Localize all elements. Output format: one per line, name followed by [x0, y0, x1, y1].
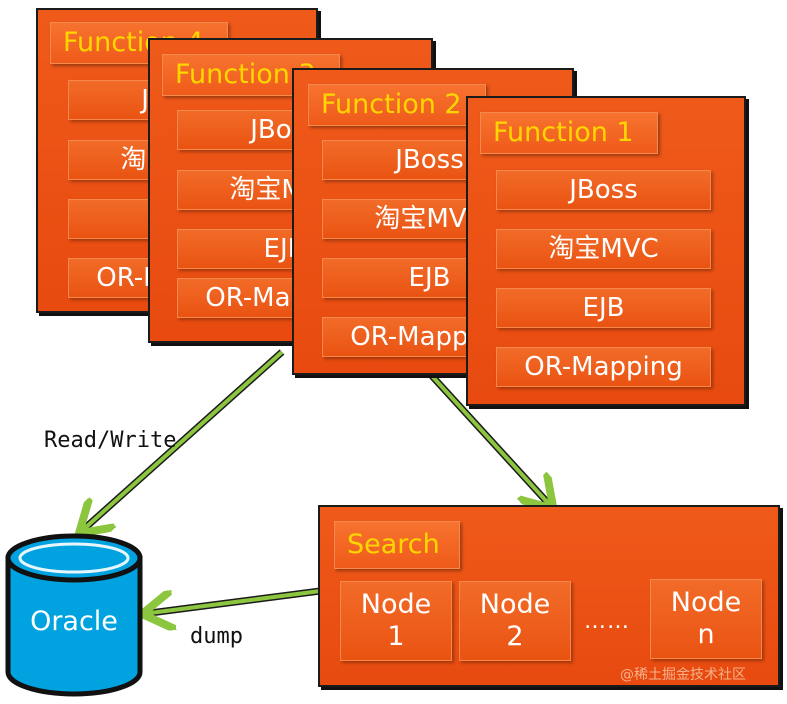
- function-1-item-jboss: JBoss: [496, 170, 711, 210]
- search-node-1: Node 1: [340, 581, 452, 661]
- node-n-line1: Node: [670, 587, 742, 618]
- search-node-2: Node 2: [459, 581, 571, 661]
- node-1-line1: Node: [360, 589, 432, 620]
- node-1-line2: 1: [387, 621, 405, 652]
- node-2-line2: 2: [506, 621, 524, 652]
- function-2-title: Function 2: [308, 84, 486, 126]
- database-label: Oracle: [30, 606, 118, 637]
- node-2-line1: Node: [479, 589, 551, 620]
- node-n-line2: n: [697, 619, 715, 650]
- search-nodes-ellipsis: ……: [584, 609, 630, 634]
- watermark-text: @稀土掘金技术社区: [620, 667, 746, 683]
- dump-label: dump: [190, 624, 243, 649]
- function-1-panel: Function 1 JBoss 淘宝MVC EJB OR-Mapping: [466, 96, 746, 406]
- search-title: Search: [334, 521, 460, 569]
- read-write-label: Read/Write: [44, 428, 177, 453]
- search-node-n: Node n: [650, 579, 762, 659]
- function-1-item-ejb: EJB: [496, 288, 711, 328]
- database-cylinder: [5, 533, 143, 697]
- search-panel: Search Node 1 Node 2 …… Node n: [318, 505, 780, 687]
- function-1-item-mvc: 淘宝MVC: [496, 229, 711, 269]
- function-1-item-or-mapping: OR-Mapping: [496, 347, 711, 387]
- function-1-title: Function 1: [480, 112, 658, 154]
